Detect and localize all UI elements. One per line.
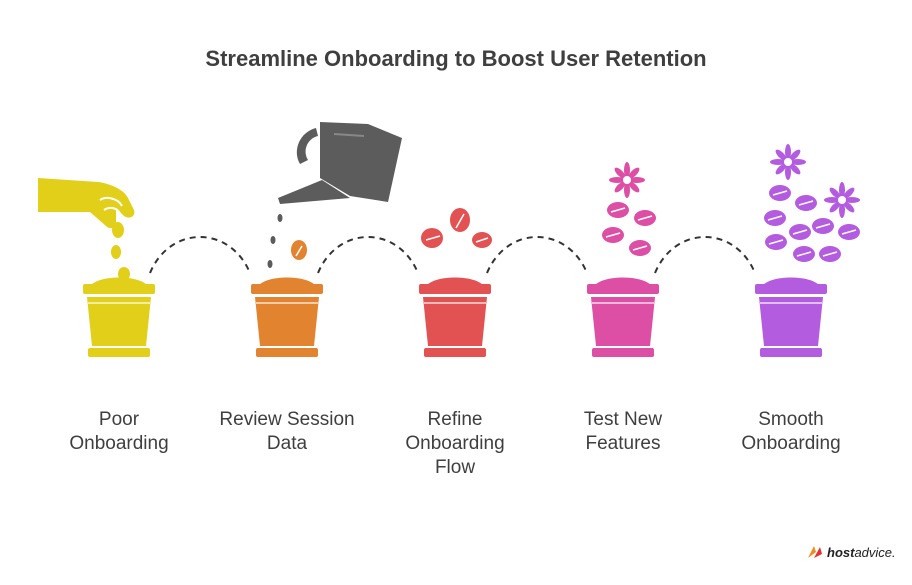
seed-icon — [112, 222, 124, 238]
leaf-icon — [812, 218, 834, 234]
leaf-icon — [634, 210, 656, 226]
step-label-line: Data — [266, 433, 308, 454]
pot-icon — [251, 277, 323, 357]
step-label-line: Onboarding — [405, 433, 505, 454]
hostadvice-logo-icon — [808, 546, 822, 558]
connector-4-5 — [654, 236, 756, 274]
water-drop-icon — [267, 260, 273, 268]
leaf-icon — [421, 228, 443, 248]
step3-leaves — [421, 208, 492, 248]
leaf-icon — [607, 202, 629, 218]
connector-1-2 — [149, 236, 251, 274]
water-drops — [267, 214, 283, 268]
leaf-icon — [765, 234, 787, 250]
step-label-line: Onboarding — [741, 433, 841, 454]
connector-3-4 — [486, 236, 588, 274]
leaf-icon — [819, 246, 841, 262]
flower-icon — [770, 144, 806, 180]
pots — [83, 277, 827, 357]
leaf-icon — [764, 210, 786, 226]
step4-plant — [602, 162, 656, 256]
step-label-line: Smooth — [758, 409, 824, 430]
leaf-icon — [789, 224, 811, 240]
step-label-line: Features — [585, 433, 661, 454]
leaf-icon — [450, 208, 470, 232]
water-drop-icon — [277, 214, 283, 222]
page-title: Streamline Onboarding to Boost User Rete… — [205, 46, 707, 71]
step-label-line: Poor — [98, 409, 140, 430]
brand-text: hostadvice. — [827, 544, 896, 560]
step-label-line: Review Session — [219, 409, 355, 430]
flower-icon — [824, 182, 860, 218]
step5-plant — [764, 144, 860, 262]
seed-icon — [111, 245, 121, 259]
leaf-icon — [602, 227, 624, 243]
leaf-icon — [769, 185, 791, 201]
step-label-line: Refine — [427, 409, 483, 430]
step-label-line: Flow — [434, 457, 476, 478]
connector-2-3 — [317, 236, 419, 274]
flower-icon — [609, 162, 645, 198]
pot-icon — [587, 277, 659, 357]
watering-can-icon — [278, 122, 402, 204]
brand-logo: hostadvice. — [806, 543, 896, 561]
leaf-icon — [629, 240, 651, 256]
leaf-icon — [472, 232, 492, 248]
seed-icon — [118, 267, 130, 281]
step-label-line: Test New — [583, 409, 663, 430]
leaf-icon — [838, 224, 860, 240]
leaf-icon — [793, 246, 815, 262]
connectors — [149, 236, 756, 274]
pot-icon — [755, 277, 827, 357]
hand-icon — [38, 178, 135, 229]
water-drop-icon — [270, 236, 276, 244]
step-label-line: Onboarding — [69, 433, 169, 454]
pot-icon — [83, 277, 155, 357]
leaf-icon — [795, 195, 817, 211]
pot-icon — [419, 277, 491, 357]
leaf-icon — [291, 240, 307, 260]
